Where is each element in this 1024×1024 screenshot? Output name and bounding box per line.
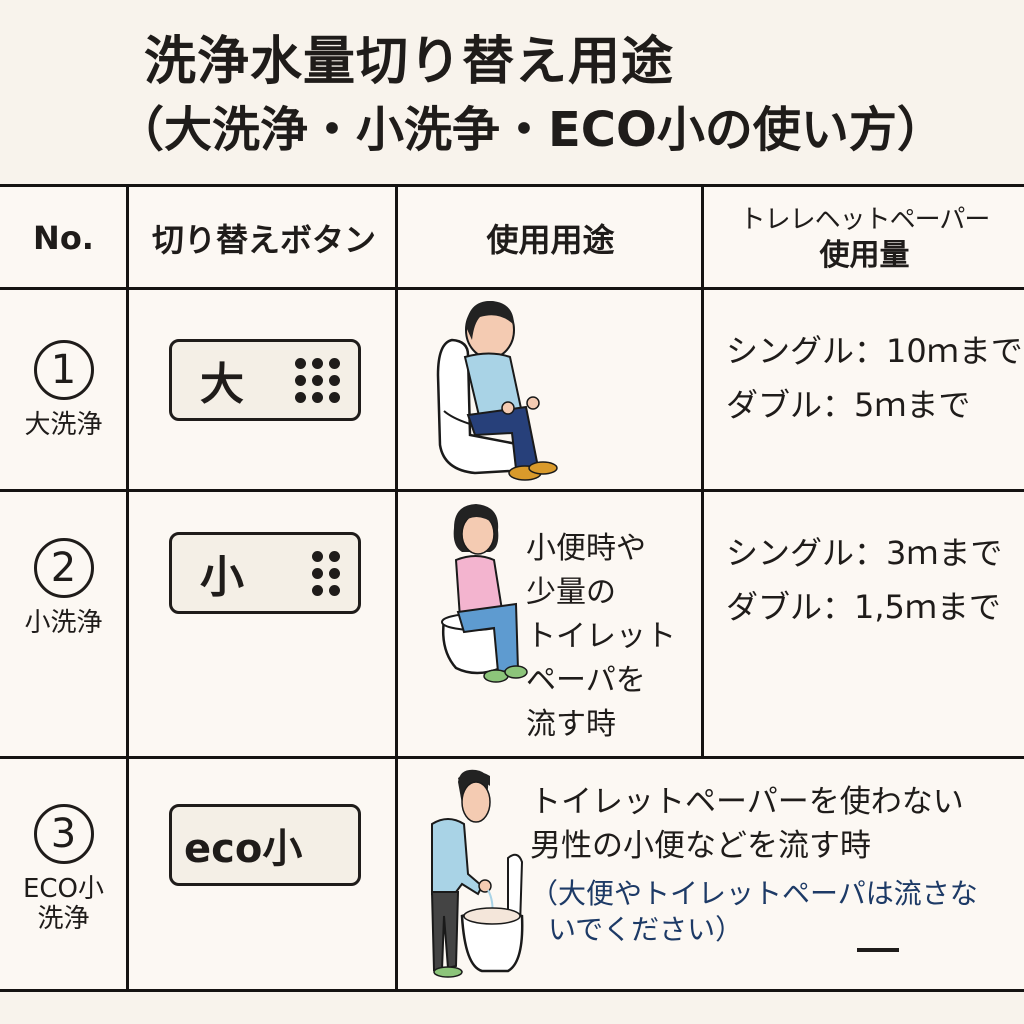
table-row-3-number: 3 ECO小 洗浄 <box>0 760 127 990</box>
row-label-line1: ECO小 <box>22 874 105 904</box>
button-label: eco小 <box>184 826 303 872</box>
circled-number-2: 2 <box>33 538 94 598</box>
woman-sitting-on-toilet-icon <box>441 504 528 683</box>
person-sitting-on-toilet-icon <box>436 300 558 481</box>
eco-small-flush-button[interactable]: eco小 <box>169 804 361 886</box>
large-flush-button[interactable]: 大 <box>169 339 361 421</box>
paper-amount-single: シングル：3ｍまで <box>726 534 1003 572</box>
man-standing-urinating-icon <box>430 769 524 978</box>
braille-dots-icon <box>312 550 340 596</box>
header-paper-amount: トレレヘットペーパー 使用量 <box>705 188 1024 288</box>
header-paper-line1: トレレヘットペーパー <box>739 205 991 235</box>
button-label: 小 <box>200 552 244 603</box>
row-label: 大洗浄 <box>24 410 103 440</box>
row-label: 小洗浄 <box>24 608 103 638</box>
braille-dots-icon <box>295 357 340 403</box>
usage-description: トイレットペーパーを使わない 男性の小便などを流す時 <box>530 784 964 864</box>
table-row-1-number: 1 大洗浄 <box>0 290 127 490</box>
row-label-line2: 洗浄 <box>37 904 90 934</box>
usage-caution-note: （大便やトイレットペーパは流さな いでください） <box>530 877 978 946</box>
paper-amount-double: ダブル：5ｍまで <box>726 386 971 424</box>
button-label: 大 <box>200 359 244 410</box>
usage-description: 小便時や 少量の トイレット ペーパを 流す時 <box>526 531 676 742</box>
paper-amount-single: シングル：10ｍまで <box>726 332 1023 370</box>
small-flush-button[interactable]: 小 <box>169 532 361 614</box>
paper-amount-double: ダブル：1,5ｍまで <box>726 588 1001 626</box>
title-subtitle: （大洗浄・小洗争・ECO小の使い方） <box>116 102 945 158</box>
circled-number-3: 3 <box>33 804 94 864</box>
title-main: 洗浄水量切り替え用途 <box>144 32 675 92</box>
header-button: 切り替えボタン <box>152 221 377 259</box>
page-title: 洗浄水量切り替え用途 （大洗浄・小洗争・ECO小の使い方） <box>116 30 945 162</box>
header-usage: 使用用途 <box>486 221 615 259</box>
header-no: No. <box>33 219 94 257</box>
circled-number-1: 1 <box>33 340 94 400</box>
paper-amount-none-dash <box>857 948 899 952</box>
table-row-2-number: 2 小洗浄 <box>0 492 127 757</box>
header-paper-line2: 使用量 <box>819 238 910 273</box>
